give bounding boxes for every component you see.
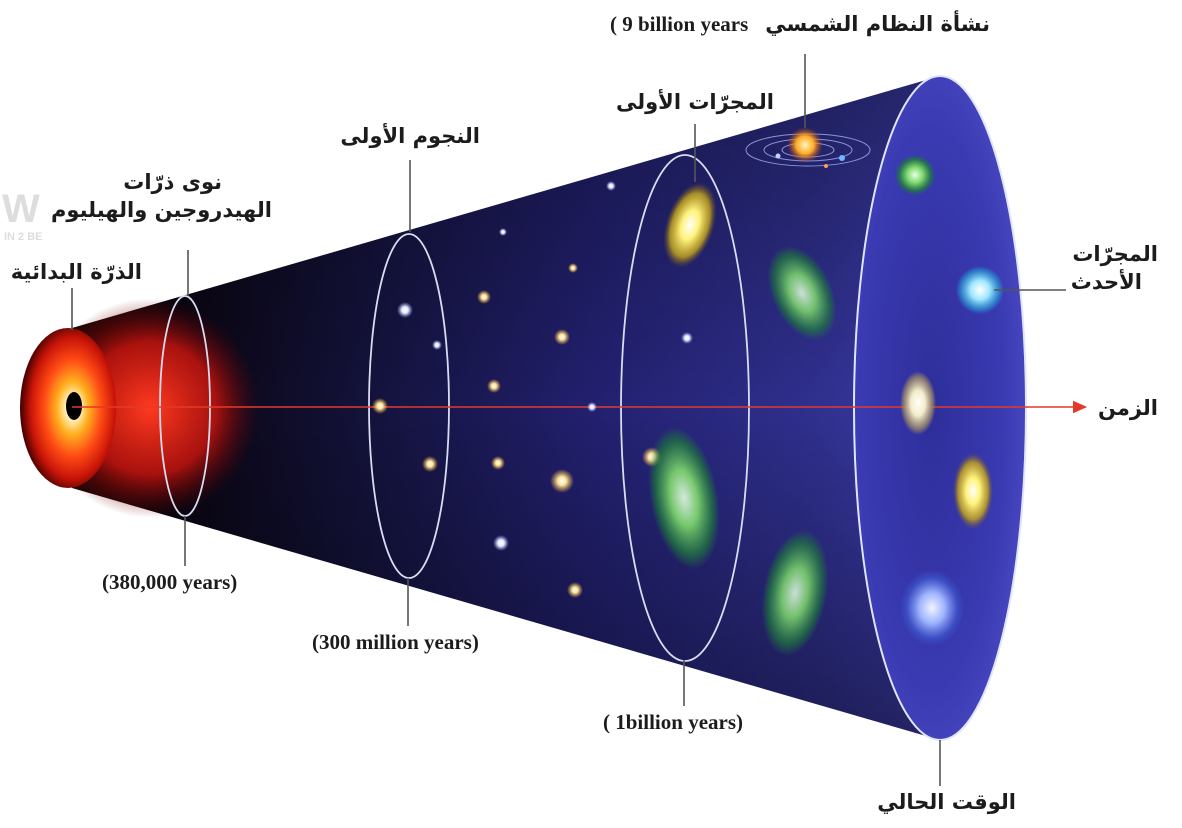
galaxy-cream-spiral <box>900 371 936 435</box>
star <box>487 379 501 393</box>
label-primordial-atom: الذرّة البدائية <box>10 260 142 284</box>
fireball-core <box>66 392 82 420</box>
solar-system <box>745 127 871 168</box>
star <box>567 582 583 598</box>
galaxy-green-lower <box>761 529 829 657</box>
galaxy-green-purple <box>767 245 837 341</box>
label-newer-galaxies-line2: الأحدث <box>1070 270 1142 294</box>
star <box>568 263 578 273</box>
watermark-text: W <box>2 187 40 231</box>
label-time-axis: الزمن <box>1097 396 1158 420</box>
watermark-subtext: IN 2 BE <box>4 231 43 243</box>
newer-galaxies-group <box>895 155 1004 646</box>
first-galaxies-group <box>648 182 837 657</box>
galaxy-blue-spiral <box>900 570 964 646</box>
galaxy-yellow <box>663 182 717 268</box>
label-1-billion-years: ( 1billion years) <box>603 710 743 734</box>
star <box>493 535 509 551</box>
label-solar-system-time: ( 9 billion years <box>610 12 749 36</box>
label-first-stars: النجوم الأولى <box>340 124 480 148</box>
star <box>491 456 505 470</box>
star <box>397 302 413 318</box>
label-newer-galaxies-line1: المجرّات <box>1072 242 1158 266</box>
galaxy-green <box>648 426 720 570</box>
label-380000-years: (380,000 years) <box>102 570 238 594</box>
universe-cone-shade <box>72 76 940 740</box>
star <box>554 329 570 345</box>
label-300-million-years: (300 million years) <box>312 630 479 654</box>
star <box>681 332 693 344</box>
label-solar-system: نشأة النظام الشمسي <box>765 12 990 36</box>
star <box>499 228 507 236</box>
ring-300-million-years <box>368 233 450 579</box>
watermark-logo: W IN 2 BE <box>2 187 43 243</box>
galaxy-cyan-spiral <box>956 266 1004 314</box>
star <box>372 398 388 414</box>
galaxy-yellow-spiral <box>953 453 993 529</box>
label-nuclei-line1: نوى ذرّات <box>123 170 222 194</box>
star <box>432 340 442 350</box>
galaxy-green-spiral <box>895 155 935 195</box>
star <box>477 290 491 304</box>
leader-lines <box>71 54 1066 786</box>
star <box>587 402 597 412</box>
sun <box>787 127 823 163</box>
label-present-time: الوقت الحالي <box>877 790 1016 814</box>
label-nuclei-line2: الهيدروجين والهيليوم <box>51 198 272 222</box>
star <box>422 456 438 472</box>
star <box>606 181 616 191</box>
ring-1-billion-years <box>620 154 750 662</box>
star <box>550 469 574 493</box>
label-first-galaxies: المجرّات الأولى <box>616 90 774 114</box>
